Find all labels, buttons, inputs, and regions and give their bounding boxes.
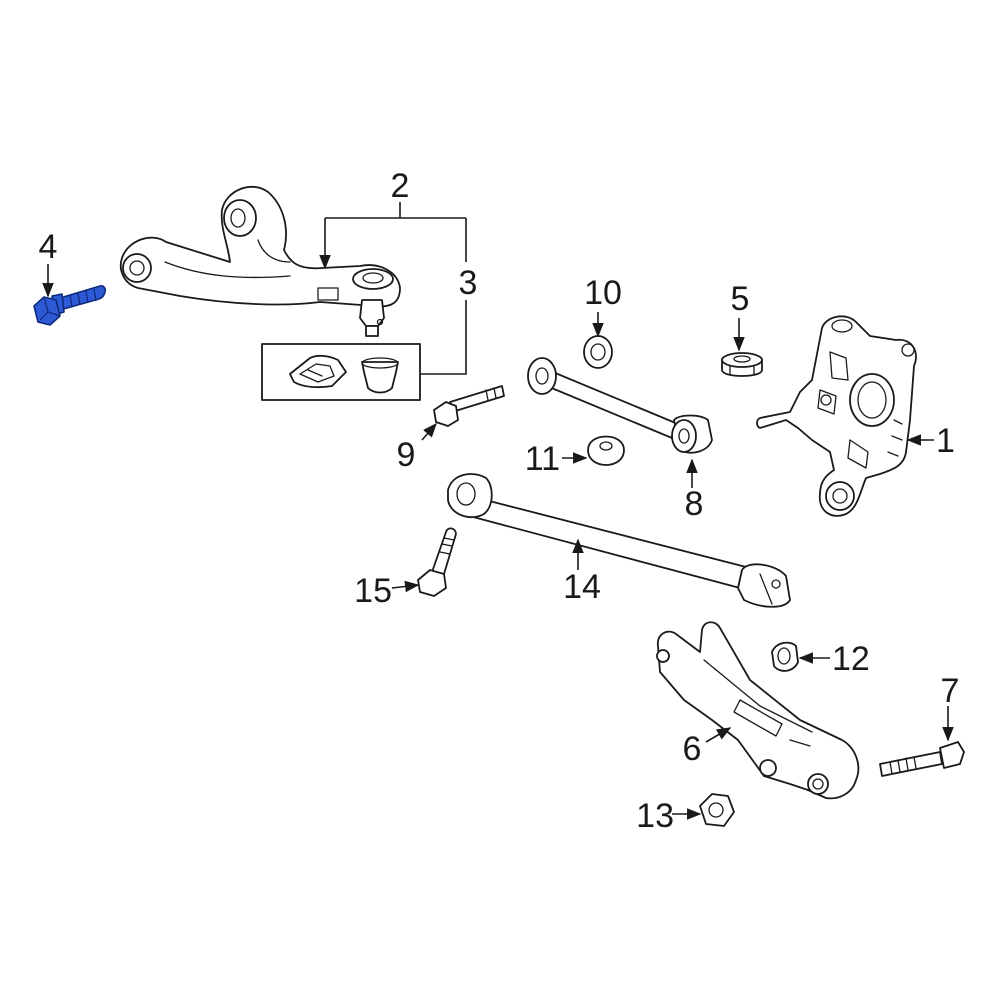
callout-12: 12 [832,640,870,678]
callout-7: 7 [941,672,960,710]
knuckle[interactable] [756,315,917,517]
bolt-7[interactable] [879,741,965,777]
toe-link-arm[interactable] [527,357,713,454]
callout-13: 13 [636,797,674,835]
trailing-link[interactable] [447,473,791,608]
nut-12[interactable] [771,641,799,672]
washer-11[interactable] [587,435,625,466]
leader-lines [42,202,954,820]
callout-2: 2 [391,167,410,205]
callout-3: 3 [459,264,478,302]
callout-4: 4 [39,228,58,266]
callout-5: 5 [731,280,750,318]
bolt-highlighted[interactable] [33,285,107,326]
callout-14: 14 [563,568,601,606]
nut-13[interactable] [699,793,735,827]
callout-10: 10 [584,274,622,312]
upper-control-arm[interactable] [119,185,401,337]
callout-9: 9 [397,436,416,474]
callout-6: 6 [683,730,702,768]
callout-8: 8 [685,485,704,523]
callout-1: 1 [936,422,955,460]
washer-10[interactable] [583,335,613,369]
bolt-9[interactable] [433,385,505,427]
lower-control-arm[interactable] [656,621,860,800]
nut-5[interactable] [721,352,763,377]
callout-15: 15 [354,572,392,610]
callout-labels: 2 3 4 10 5 1 9 11 8 14 15 12 7 6 13 [39,167,960,835]
bolt-15[interactable] [417,527,457,597]
callout-11: 11 [525,440,560,478]
ball-joint-kit-box[interactable] [261,343,421,401]
